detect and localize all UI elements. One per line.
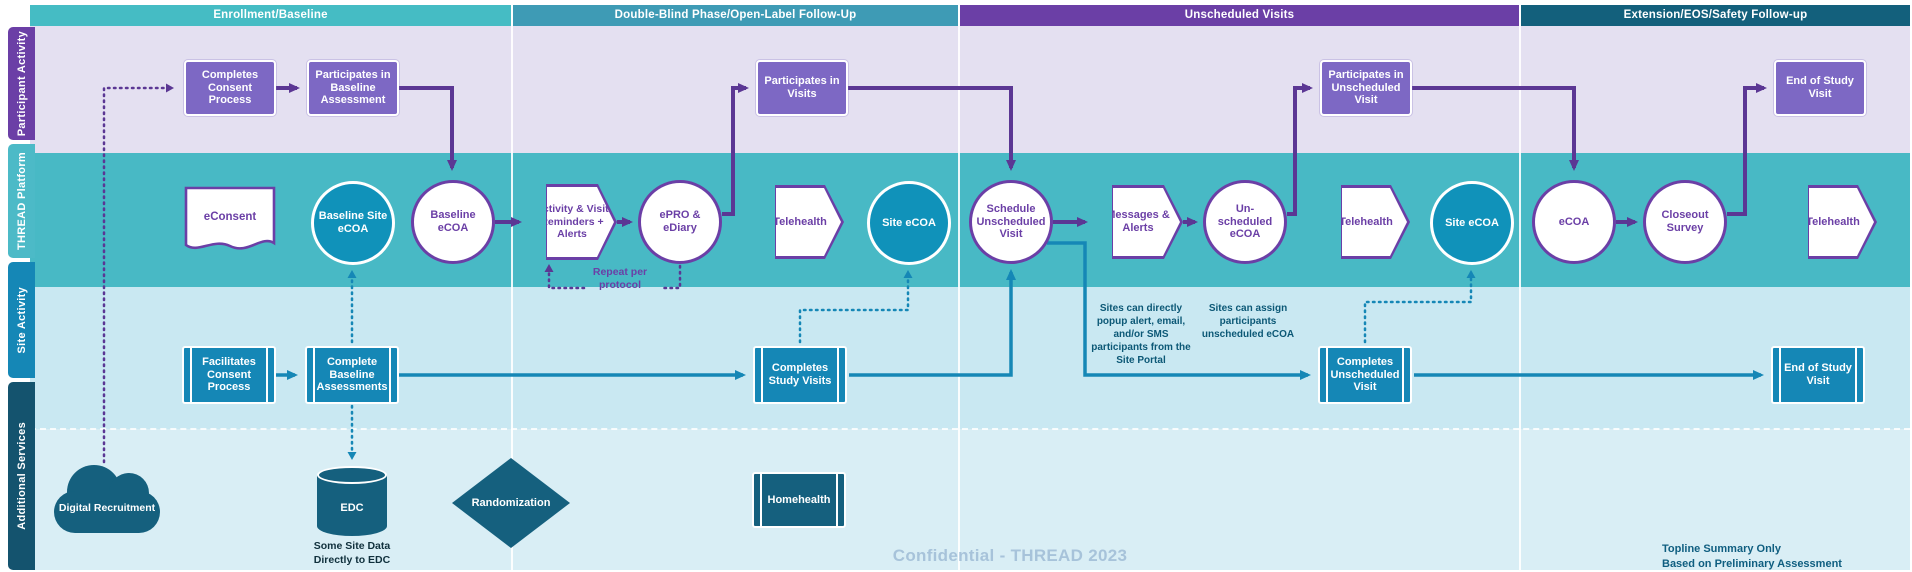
arrow-epro-to-participates-visits xyxy=(722,83,749,216)
node-completes-unscheduled-visit: Completes Unscheduled Visit xyxy=(1318,346,1412,404)
node-epro-ediary: ePRO & eDiary xyxy=(638,180,722,264)
node-end-of-study-visit-site: End of Study Visit xyxy=(1771,346,1865,404)
cylinder-body xyxy=(317,475,387,536)
node-baseline-site-ecoa: Baseline Site eCOA xyxy=(311,181,395,265)
cloud-shape xyxy=(54,491,160,533)
lane-separator xyxy=(30,428,1910,430)
arrow-assessment-to-baseline-ecoa xyxy=(399,86,457,171)
dotted-repeat-loop-right xyxy=(658,264,682,290)
phase-divider xyxy=(958,5,960,570)
note-assign-unscheduled-ecoa: Sites can assign participants unschedule… xyxy=(1201,303,1295,340)
phase-header-unscheduled: Unscheduled Visits xyxy=(960,5,1519,26)
dotted-completes-unscheduled-to-site-ecoa3 xyxy=(1363,270,1476,344)
node-baseline-ecoa: Baseline eCOA xyxy=(411,180,495,264)
node-complete-baseline-assessments: Complete Baseline Assessments xyxy=(305,346,399,404)
phase-header-enrollment: Enrollment/Baseline xyxy=(30,5,511,26)
node-econsent-document: eConsent xyxy=(184,186,276,258)
arrow-study-visits-to-schedule xyxy=(849,269,1016,377)
dotted-recruitment-to-consent xyxy=(102,83,174,464)
node-completes-study-visits: Completes Study Visits xyxy=(753,346,847,404)
node-ecoa-extension: eCOA xyxy=(1532,180,1616,264)
note-site-portal-alerts: Sites can directly popup alert, email, a… xyxy=(1091,303,1191,366)
node-participates-in-visits: Participates in Visits xyxy=(756,60,848,116)
dotted-repeat-loop-left xyxy=(544,264,586,290)
note-topline-summary: Topline Summary Only Based on Preliminar… xyxy=(1662,542,1842,572)
phase-divider xyxy=(511,5,513,570)
node-participates-baseline-assessment: Participates in Baseline Assessment xyxy=(307,60,399,116)
dotted-study-visits-to-site-ecoa2 xyxy=(798,270,913,344)
note-site-data-to-edc: Some Site Data Directly to EDC xyxy=(313,540,391,566)
node-end-of-study-visit-participant: End of Study Visit xyxy=(1774,60,1866,116)
arrow-schedule-to-completes-unscheduled xyxy=(1047,241,1311,380)
cylinder-lid xyxy=(317,466,387,484)
arrow-unscheduled-ecoa-to-participates-unscheduled xyxy=(1287,83,1313,216)
topline-line1: Topline Summary Only xyxy=(1662,543,1781,555)
cloud-digital-recruitment: Digital Recruitment xyxy=(54,465,160,535)
node-site-ecoa-doubleblind: Site eCOA xyxy=(867,181,951,265)
phase-header-double-blind: Double-Blind Phase/Open-Label Follow-Up xyxy=(513,5,958,26)
confidential-watermark: Confidential - THREAD 2023 xyxy=(892,546,1128,565)
sidebar-lane-additional-services: Additional Services xyxy=(8,382,35,570)
arrow-closeout-to-eos-participant xyxy=(1727,83,1767,216)
topline-line2: Based on Preliminary Assessment xyxy=(1662,557,1842,570)
node-closeout-survey: Closeout Survey xyxy=(1643,180,1727,264)
sidebar-lane-participant-activity: Participant Activity xyxy=(8,27,35,140)
node-schedule-unscheduled-visit: Schedule Unscheduled Visit xyxy=(969,180,1053,264)
phase-divider xyxy=(1519,5,1521,570)
note-repeat-per-protocol: Repeat per protocol xyxy=(592,266,648,291)
node-participates-unscheduled-visit: Participates in Unscheduled Visit xyxy=(1320,60,1412,116)
node-facilitates-consent-process: Facilitates Consent Process xyxy=(182,346,276,404)
node-completes-consent-process: Completes Consent Process xyxy=(184,60,276,116)
node-homehealth: Homehealth xyxy=(752,472,846,528)
arrow-visits-to-schedule xyxy=(848,86,1016,171)
sidebar-lane-site-activity: Site Activity xyxy=(8,262,35,378)
sidebar-lane-thread-platform: THREAD Platform xyxy=(8,144,35,258)
phase-header-extension: Extension/EOS/Safety Follow-up xyxy=(1521,5,1910,26)
arrow-unscheduled-to-ecoa4 xyxy=(1412,86,1579,171)
cylinder-edc: EDC xyxy=(317,466,387,536)
node-site-ecoa-unscheduled: Site eCOA xyxy=(1430,181,1514,265)
node-unscheduled-ecoa: Un-scheduled eCOA xyxy=(1203,180,1287,264)
document-shape xyxy=(184,186,276,250)
